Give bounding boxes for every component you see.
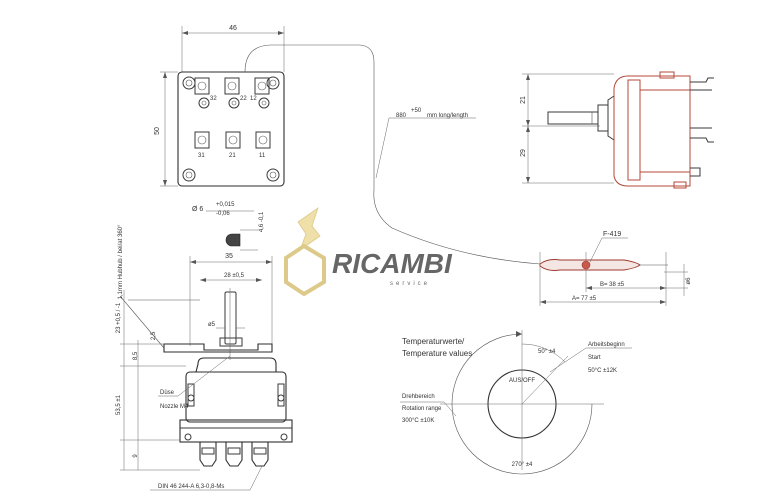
range-temp: 300°C ±10K (402, 418, 434, 424)
terminal-label-32: 32 (210, 96, 217, 102)
terminal-label-22: 22 (240, 96, 247, 102)
bulb-material: F-419 (603, 231, 621, 238)
range-label-en: Rotation range (402, 406, 442, 412)
bulb-diameter: ø6 (686, 277, 692, 285)
shaft-diameter: Ø 6 (192, 206, 203, 213)
shaft-flat: 4,6 -0,1 (259, 211, 265, 232)
temperature-dial: Temperaturwerte/ Temperature values AUS/… (400, 330, 632, 475)
terminal-label-31: 31 (198, 153, 205, 159)
shaft-tol-lower: -0,06 (216, 211, 230, 217)
start-label-de: Arbeitsbeginn (588, 342, 625, 348)
start-angle: 50° ±4 (538, 349, 556, 355)
dim-width: 46 (229, 25, 237, 32)
front-view: 35 28 ±0,5 ø5 (116, 224, 293, 491)
bulb-dim-a: A= 77 ±5 (572, 296, 597, 302)
capillary-unit: mm long/length (427, 113, 468, 119)
dim-53-5: 53,5 ±1 (116, 394, 122, 415)
terminal-label-11: 11 (259, 153, 266, 159)
dim-9: 9 (133, 454, 139, 458)
dial-off-label: AUS/OFF (509, 378, 535, 384)
capillary-length: 880 (396, 113, 407, 119)
dim-28: 28 ±0,5 (224, 273, 245, 279)
capillary-tolerance: +50 (411, 108, 422, 114)
stroke-note: 1,1mm Hubhub / bei/at 360° (118, 224, 124, 299)
sensor-bulb: F-419 B= 38 ±5 A= 77 ±5 ø6 (539, 231, 692, 306)
side-view: 21 29 (520, 71, 714, 189)
nozzle-label-de: Düse (160, 390, 175, 396)
dim-23-5: 23 +0,5 / -1 (116, 302, 122, 333)
dim-d5: ø5 (208, 322, 216, 328)
dial-title-en: Temperature values (402, 349, 472, 358)
terminal-label-21: 21 (229, 153, 236, 159)
bulb-dim-b: B= 38 ±5 (600, 282, 625, 288)
dim-height: 50 (154, 127, 161, 135)
range-label-de: Drehbereich (402, 394, 435, 400)
start-temp: 50°C ±12K (588, 368, 617, 374)
dim-8-5: 8,5 (133, 351, 139, 360)
shaft-tol-upper: +0,015 (216, 202, 235, 208)
logo-wordmark: RICAMBI (332, 248, 453, 279)
shaft-section: Ø 6 +0,015 -0,06 4,6 -0,1 (192, 202, 265, 251)
top-view: 46 50 32 22 12 31 21 11 (154, 25, 285, 187)
ricambi-logo: RICAMBI service (284, 206, 453, 297)
start-label-en: Start (588, 355, 601, 361)
nozzle-label-en: Nozzle M4 (160, 404, 189, 410)
terminal-label-12: 12 (250, 96, 257, 102)
dim-35: 35 (225, 253, 233, 260)
dim-2-5: 2,5 (151, 331, 157, 340)
side-dim-lower: 29 (520, 149, 527, 157)
din-spec: DIN 46 244-A 6,3-0,8-Ms (158, 484, 224, 490)
logo-tagline: service (390, 281, 430, 287)
dial-title-de: Temperaturwerte/ (402, 337, 465, 346)
rotation-angle: 270° ±4 (512, 462, 533, 468)
side-dim-upper: 21 (520, 96, 527, 104)
capillary-tube: 880 +50 mm long/length (244, 44, 541, 265)
